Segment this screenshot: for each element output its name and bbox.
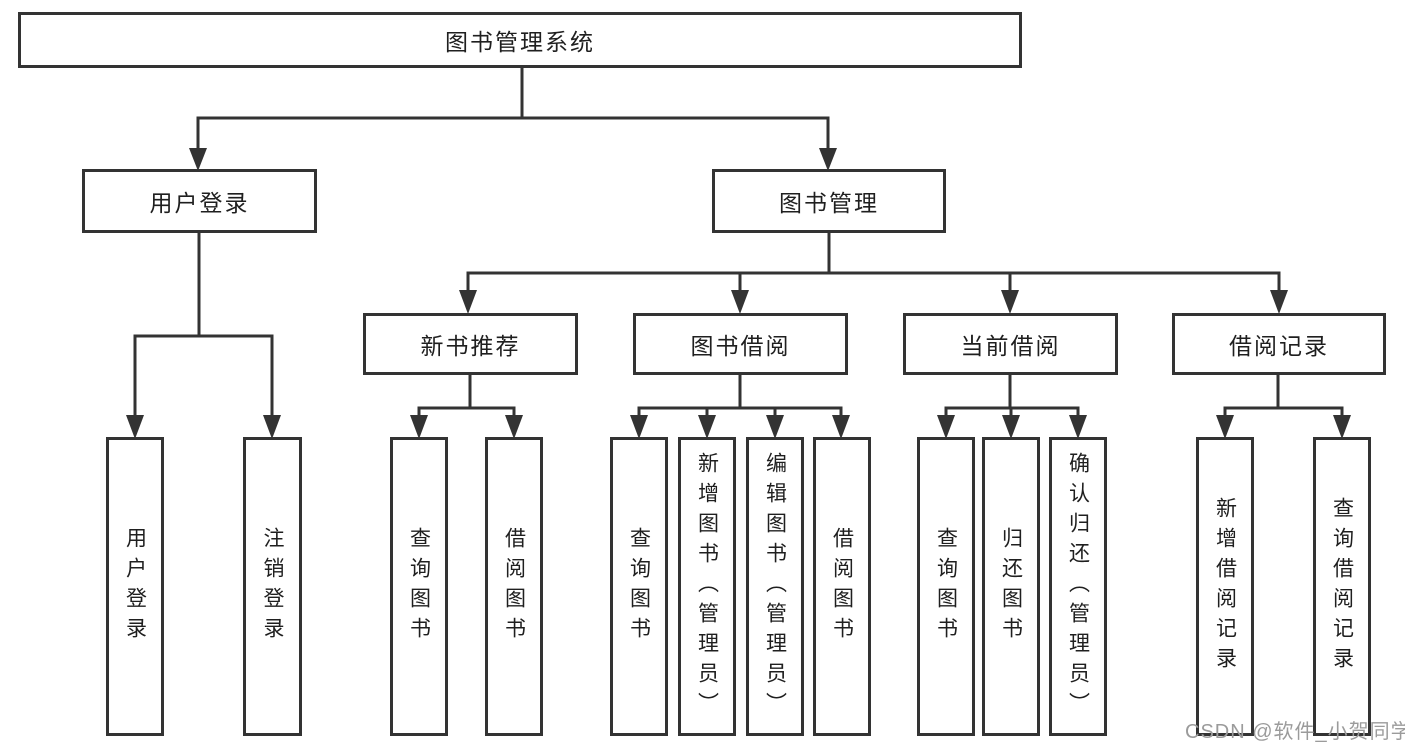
leaf-query-books-current: 查询图书 — [917, 437, 975, 736]
node-book-management: 图书管理 — [712, 169, 946, 233]
node-book-borrowing: 图书借阅 — [633, 313, 848, 375]
leaf-return-books: 归还图书 — [982, 437, 1040, 736]
leaf-borrow-books-borrowing: 借阅图书 — [813, 437, 871, 736]
leaf-confirm-return-admin: 确认归还（管理员） — [1049, 437, 1107, 736]
node-user-login: 用户登录 — [82, 169, 317, 233]
leaf-query-books-recommend: 查询图书 — [390, 437, 448, 736]
node-borrowing-records: 借阅记录 — [1172, 313, 1386, 375]
node-root-system: 图书管理系统 — [18, 12, 1022, 68]
leaf-edit-books-admin: 编辑图书（管理员） — [746, 437, 804, 736]
leaf-add-borrow-record: 新增借阅记录 — [1196, 437, 1254, 736]
leaf-query-borrow-record: 查询借阅记录 — [1313, 437, 1371, 736]
leaf-logout: 注销登录 — [243, 437, 302, 736]
node-current-borrowing: 当前借阅 — [903, 313, 1118, 375]
node-new-book-recommendation: 新书推荐 — [363, 313, 578, 375]
arrowheads — [126, 148, 1351, 439]
leaf-query-books-borrowing: 查询图书 — [610, 437, 668, 736]
leaf-borrow-books-recommend: 借阅图书 — [485, 437, 543, 736]
watermark: CSDN @软件_小贺同学 — [1185, 721, 1405, 743]
leaf-add-books-admin: 新增图书（管理员） — [678, 437, 736, 736]
leaf-user-login: 用户登录 — [106, 437, 164, 736]
